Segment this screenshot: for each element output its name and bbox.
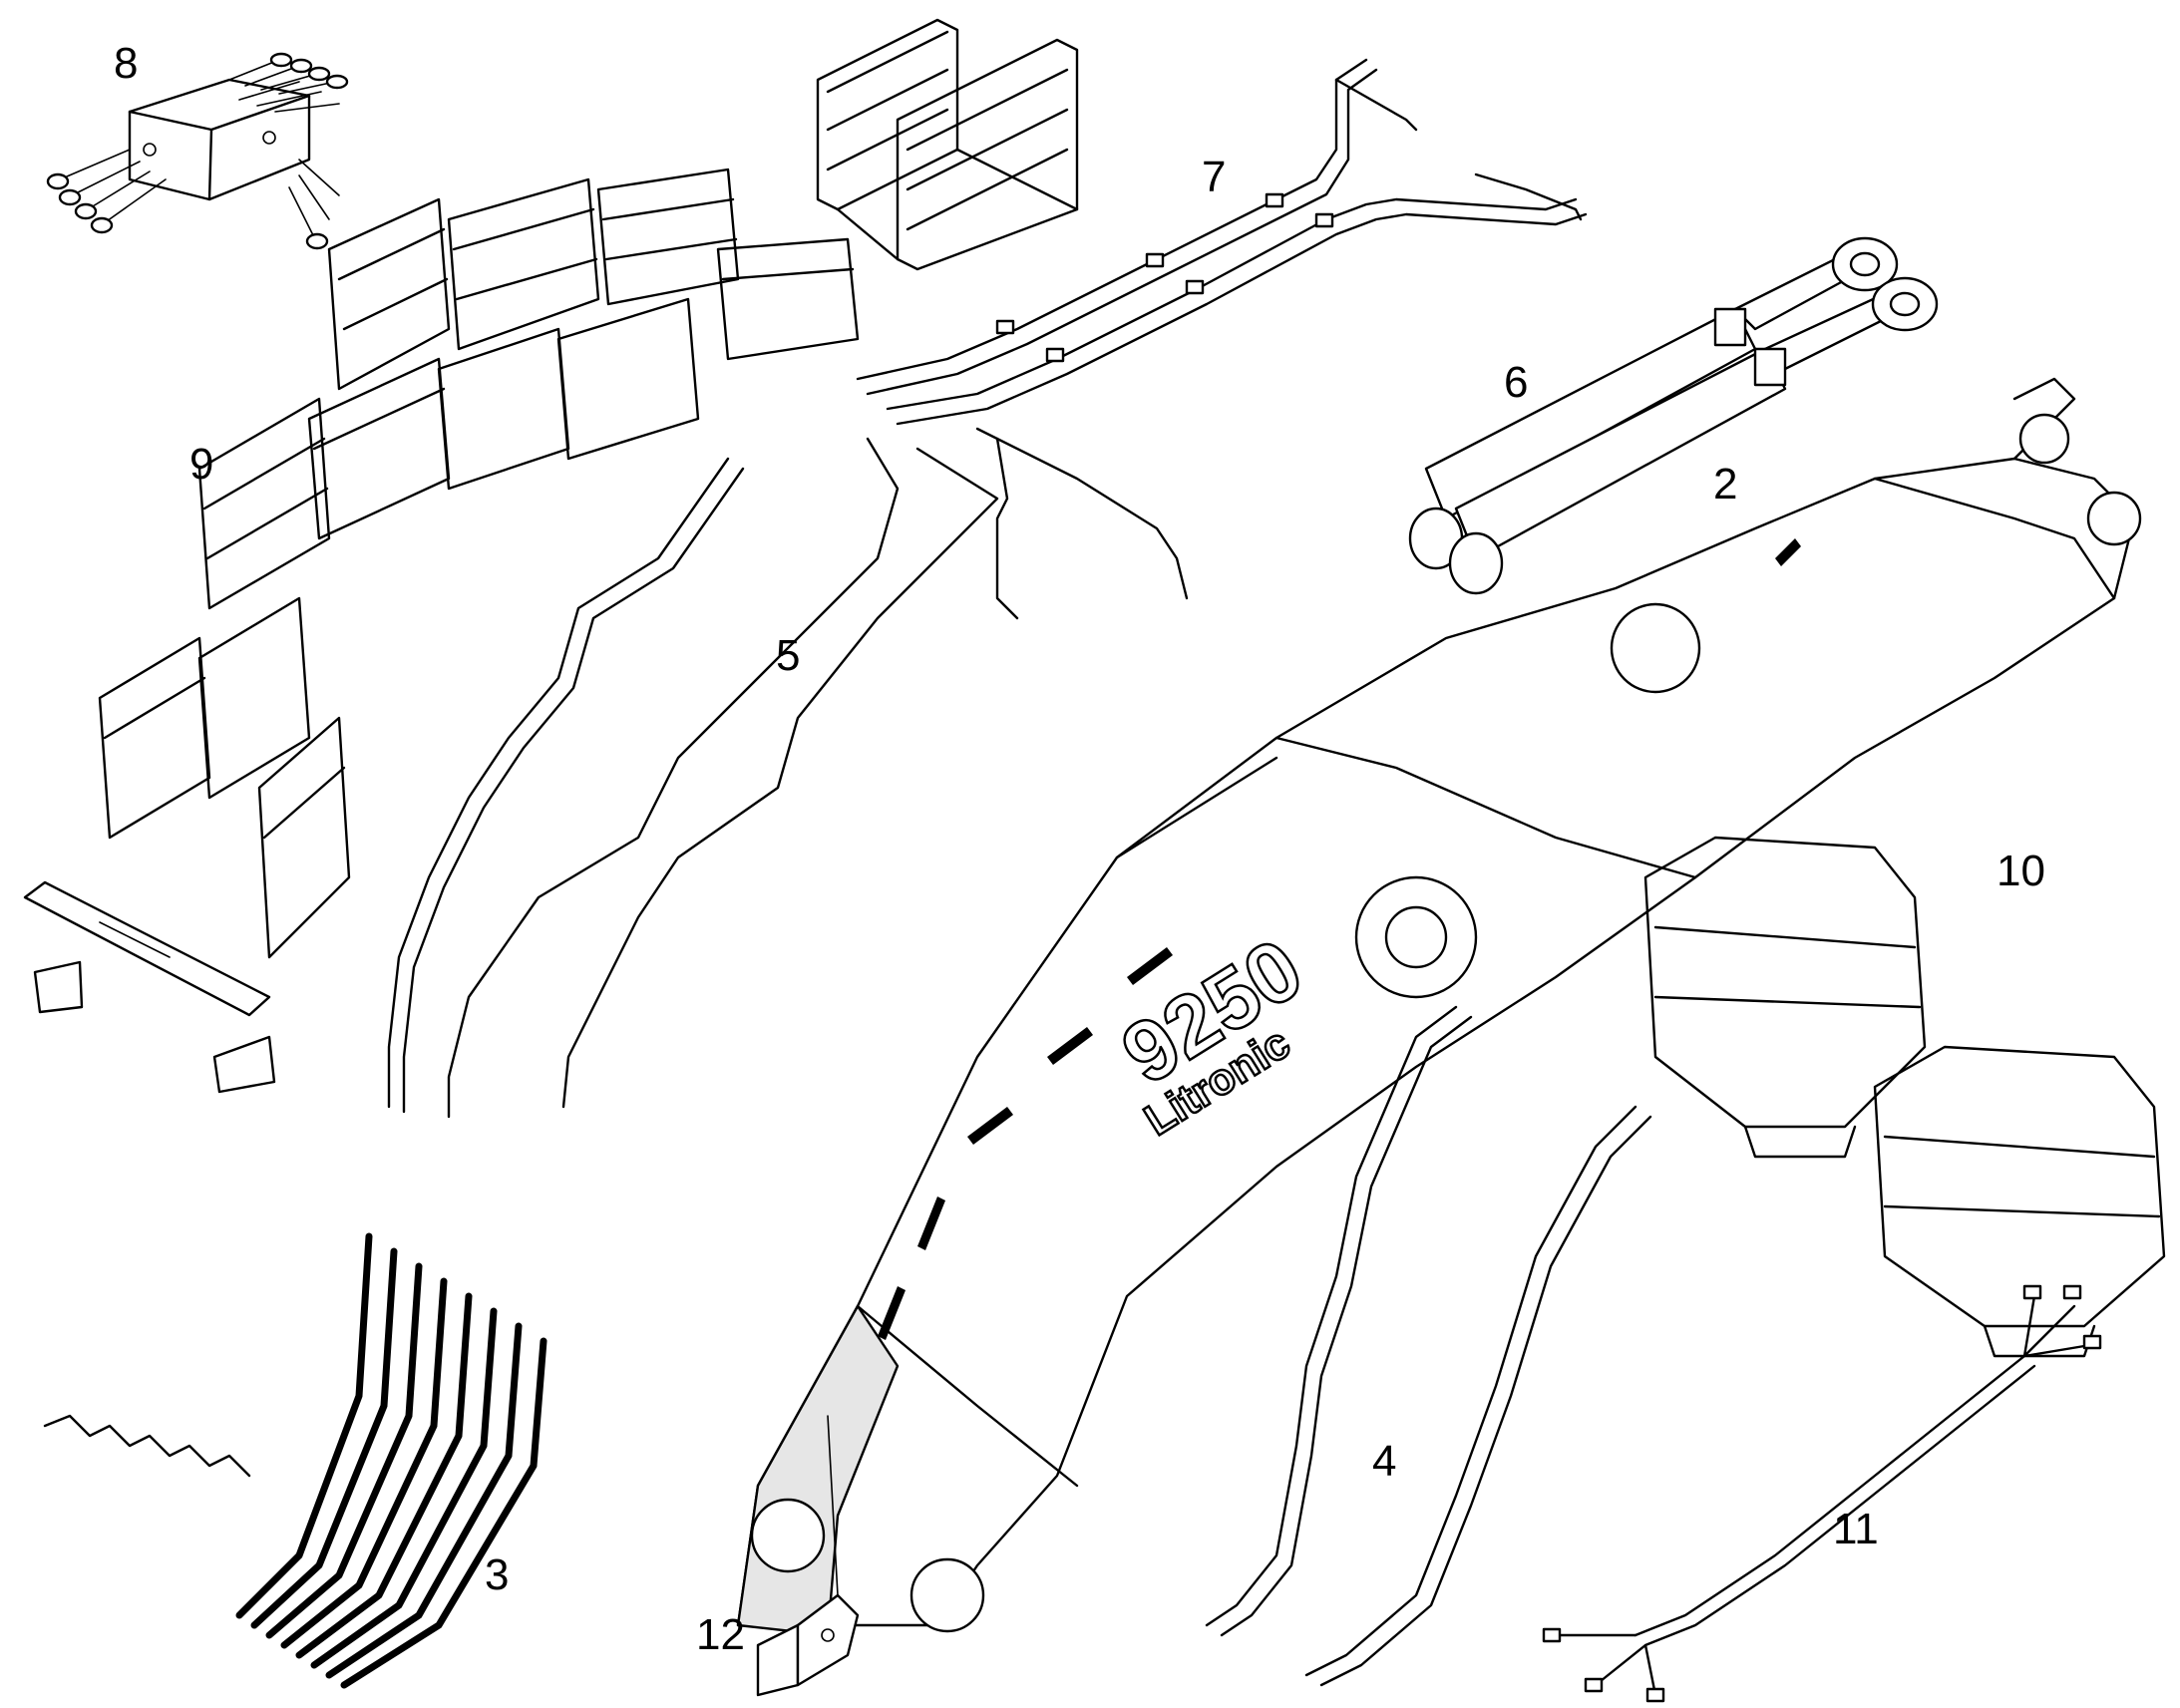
callout-7: 7 <box>1202 153 1226 201</box>
access-plate <box>23 880 276 1094</box>
part-10-platforms <box>1643 836 2166 1358</box>
callout-5: 5 <box>776 631 800 680</box>
part-4-hoses <box>1205 1005 1652 1687</box>
part-7-pipe-clamps <box>995 192 1334 363</box>
part-12-bracket <box>756 1415 860 1697</box>
left-pipe-run <box>387 457 745 1114</box>
part-6-hydraulic-cylinders <box>1408 236 1939 595</box>
callout-3: 3 <box>485 1550 509 1599</box>
railing-upper <box>816 18 1079 271</box>
callout-12: 12 <box>696 1610 745 1659</box>
part-11-harness <box>1554 1294 2086 1697</box>
callout-10: 10 <box>1997 847 2045 895</box>
callout-9: 9 <box>189 440 213 489</box>
part-5-cables <box>447 427 1189 1119</box>
callout-11: 11 <box>1833 1505 1879 1553</box>
callout-8: 8 <box>114 39 138 88</box>
callout-6: 6 <box>1504 358 1528 407</box>
callout-2: 2 <box>1713 460 1737 509</box>
part-11-connectors <box>1542 1284 2102 1703</box>
part-9-railing-panels <box>98 168 860 959</box>
part-8-manifold-block <box>46 52 349 250</box>
callout-4: 4 <box>1372 1437 1396 1486</box>
part-3-hose-bundle <box>43 1232 547 1689</box>
part-7-upper-pipes <box>856 58 1588 426</box>
